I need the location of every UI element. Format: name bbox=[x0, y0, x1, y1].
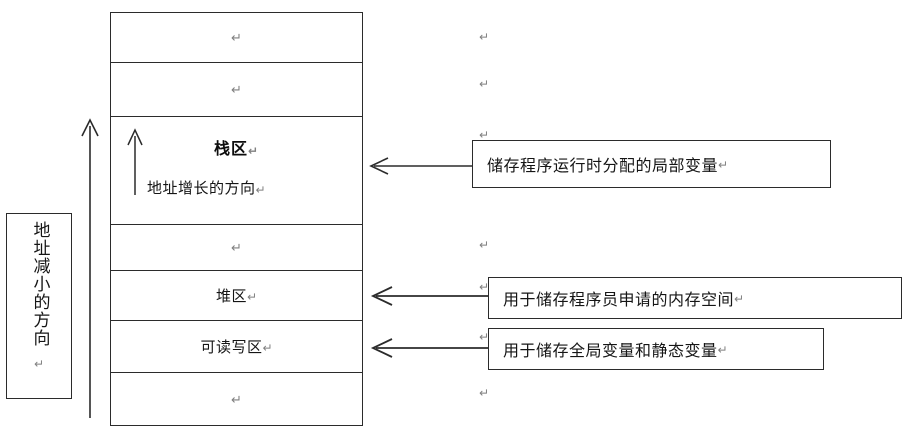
callout-data-text: 用于储存全局变量和静态变量 bbox=[503, 341, 718, 360]
pilcrow-icon: ↵ bbox=[734, 292, 745, 306]
pilcrow-icon: ↵ bbox=[479, 128, 490, 142]
pilcrow-icon: ↵ bbox=[255, 183, 267, 197]
callout-stack-text: 储存程序运行时分配的局部变量 bbox=[487, 156, 719, 175]
memory-layout-table: ↵ ↵ ↵ ↵ 栈区↵ 地址增长的方向↵ ↵ ↵ bbox=[110, 12, 489, 426]
pilcrow-icon: ↵ bbox=[717, 343, 728, 357]
pilcrow-icon: ↵ bbox=[33, 357, 45, 371]
pilcrow-icon: ↵ bbox=[246, 289, 258, 304]
address-decrease-label: 地址减小的方向 bbox=[29, 221, 50, 347]
pilcrow-icon: ↵ bbox=[231, 241, 242, 256]
callout-heap-text: 用于储存程序员申请的内存空间 bbox=[503, 290, 735, 309]
callout-box-data: 用于储存全局变量和静态变量↵ bbox=[488, 328, 824, 370]
callout-box-stack: 储存程序运行时分配的局部变量↵ bbox=[472, 140, 831, 188]
pilcrow-icon: ↵ bbox=[718, 158, 729, 172]
pilcrow-icon: ↵ bbox=[231, 83, 242, 98]
table-row-stack-region: 栈区↵ 地址增长的方向↵ ↵ bbox=[111, 117, 489, 225]
heap-region-label: 堆区 bbox=[215, 287, 247, 305]
pilcrow-icon: ↵ bbox=[231, 392, 242, 408]
table-row: ↵ ↵ bbox=[111, 373, 489, 426]
table-row-data-region: 可读写区↵ ↵ bbox=[111, 321, 489, 373]
stack-growth-label: 地址增长的方向↵ bbox=[147, 177, 266, 198]
pilcrow-icon: ↵ bbox=[262, 340, 273, 355]
table-row: ↵ ↵ bbox=[111, 225, 489, 271]
pilcrow-icon: ↵ bbox=[479, 280, 490, 294]
address-decrease-box: 地址减小的方向 ↵ bbox=[6, 213, 72, 399]
table-row: ↵ ↵ bbox=[111, 63, 489, 117]
pilcrow-icon: ↵ bbox=[231, 31, 242, 46]
stack-growth-arrow-icon bbox=[125, 127, 145, 195]
pilcrow-icon: ↵ bbox=[479, 77, 490, 91]
stack-region-title-text: 栈区 bbox=[213, 139, 248, 158]
callout-arrow-data-icon bbox=[370, 337, 490, 359]
pilcrow-icon: ↵ bbox=[479, 330, 490, 344]
pilcrow-icon: ↵ bbox=[247, 144, 260, 158]
table-row-heap-region: 堆区↵ ↵ bbox=[111, 271, 489, 321]
callout-arrow-stack-icon bbox=[368, 155, 474, 177]
address-decrease-arrow-icon bbox=[79, 116, 101, 418]
table-row: ↵ ↵ bbox=[111, 13, 489, 63]
stack-region-title: 栈区↵ bbox=[111, 135, 362, 159]
pilcrow-icon: ↵ bbox=[479, 386, 490, 400]
callout-box-heap: 用于储存程序员申请的内存空间↵ bbox=[488, 277, 902, 319]
data-region-label: 可读写区 bbox=[200, 338, 263, 356]
stack-growth-label-text: 地址增长的方向 bbox=[147, 179, 256, 197]
pilcrow-icon: ↵ bbox=[479, 238, 490, 252]
pilcrow-icon: ↵ bbox=[479, 30, 490, 44]
callout-arrow-heap-icon bbox=[370, 285, 490, 307]
